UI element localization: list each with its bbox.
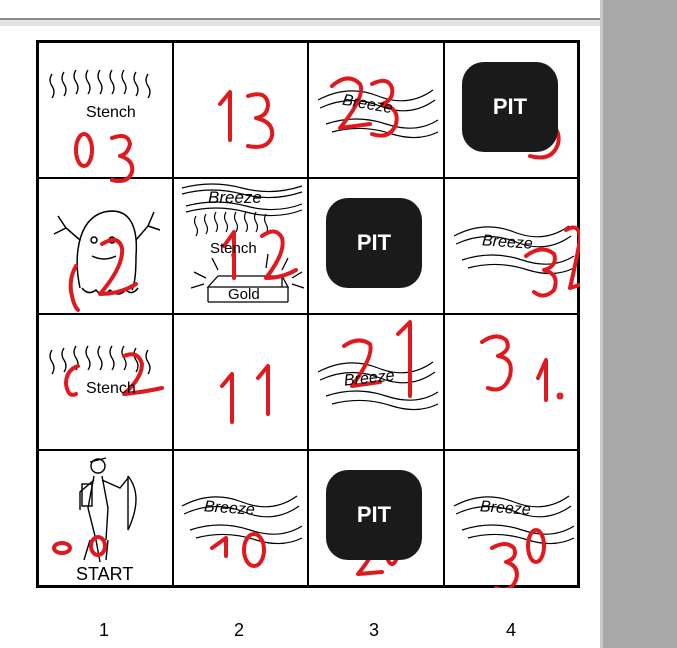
cell-r4c4-pit-label: PIT: [492, 94, 528, 119]
cell-r3c2-gold-label: Gold: [228, 286, 260, 303]
breeze-icon: [317, 361, 439, 411]
pit-icon: PIT: [326, 198, 422, 288]
cell-r3c3-pit-label: PIT: [356, 230, 392, 255]
breeze-icon: [453, 225, 575, 275]
right-scroll-panel[interactable]: [603, 0, 677, 648]
top-divider: [0, 18, 603, 20]
top-separator: [0, 20, 603, 26]
stench-icon: [193, 211, 269, 237]
top-bar: [0, 0, 603, 18]
wumpus-icon: [53, 210, 161, 295]
column-label-1: 1: [98, 620, 109, 640]
breeze-icon: [317, 89, 439, 139]
column-label-3: 3: [368, 620, 379, 640]
pit-icon: PIT: [462, 62, 558, 152]
cell-r1c2-breeze-label: Breeze: [203, 498, 256, 519]
cell-r3c2-breeze-label: Breeze: [208, 188, 262, 207]
cell-r3c4-breeze-label: Breeze: [481, 232, 534, 253]
cell-r3c2-stench-label: Stench: [210, 240, 257, 257]
column-label-4: 4: [505, 620, 516, 640]
cell-r4c1-stench-label: Stench: [86, 104, 136, 121]
cell-r1c3-pit-label: PIT: [356, 502, 392, 527]
cell-r1c1-start-label: START: [76, 564, 134, 584]
grid-lines: [36, 40, 580, 588]
gold-icon: [190, 253, 305, 303]
wumpus-world-grid: Stench Breeze PIT Breeze Stench Gold PIT…: [36, 40, 580, 588]
breeze-icon: [181, 495, 303, 545]
cell-r2c1-stench-label: Stench: [86, 380, 136, 397]
column-label-2: 2: [233, 620, 244, 640]
agent-icon: [79, 457, 137, 563]
handwriting-annotations: [52, 76, 580, 588]
pit-icon: PIT: [326, 470, 422, 560]
stench-icon: [49, 345, 151, 375]
cell-r1c4-breeze-label: Breeze: [479, 498, 532, 519]
sidebar-edge: [600, 0, 603, 648]
stench-icon: [49, 69, 151, 99]
